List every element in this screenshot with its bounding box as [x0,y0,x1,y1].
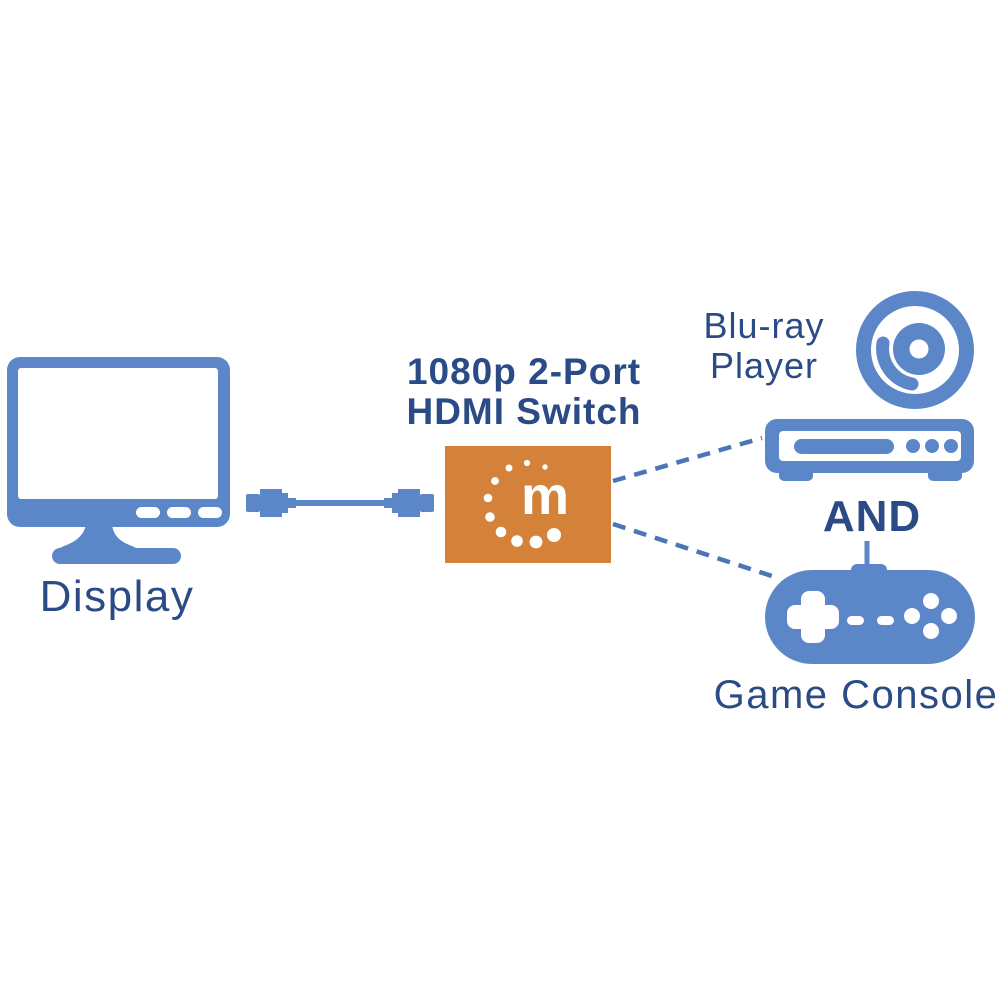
select-button [847,616,864,625]
switch-title-line2: HDMI Switch [406,391,641,432]
action-buttons [904,593,957,639]
dpad-icon [787,591,839,643]
game-console-label: Game Console [714,673,999,717]
bluray-label-line2: Player [710,345,818,386]
hdmi-switch-box: m [445,446,611,563]
logo-letter: m [521,466,569,526]
disc-icon [856,291,974,409]
monitor-button [136,507,160,518]
hdmi-cable-icon [246,489,434,517]
game-controller-icon [765,541,975,664]
switch-title-line1: 1080p 2-Port [407,351,641,392]
bluray-label-line1: Blu-ray [703,305,824,346]
monitor-stand [56,524,140,550]
monitor-base [52,548,181,564]
display-monitor-icon [7,357,230,564]
start-button [877,616,894,625]
manhattan-logo-icon: m [483,459,569,549]
disc-slot [794,439,894,454]
monitor-button [167,507,191,518]
display-label: Display [40,572,195,621]
bluray-player-box-icon [765,419,974,481]
dashed-connection-console [612,521,779,581]
dashed-connection-bluray [612,435,763,484]
monitor-button [198,507,222,518]
and-label: AND [823,492,921,541]
switch-title: 1080p 2-Port HDMI Switch [406,351,641,432]
bluray-player-label: Blu-ray Player [703,305,824,386]
